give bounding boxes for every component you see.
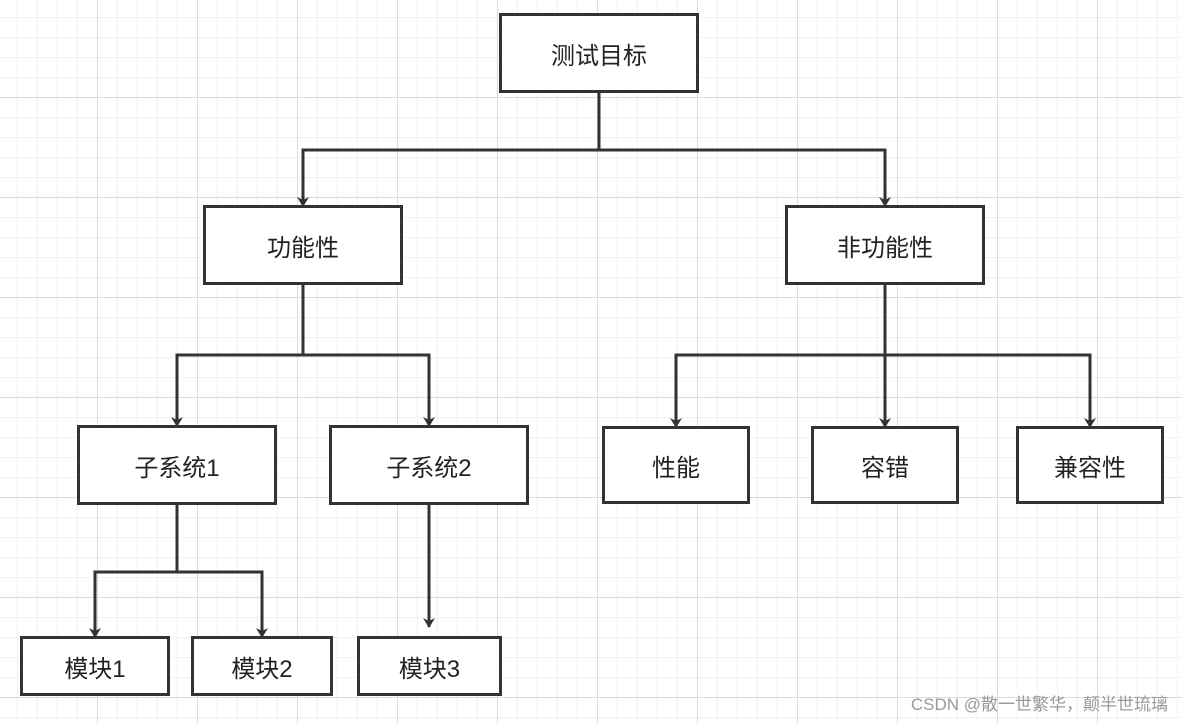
csdn-watermark: CSDN @散一世繁华，颠半世琉璃 bbox=[910, 695, 1168, 714]
edge-functional-subsystem1 bbox=[171, 284, 305, 427]
edge-subsystem1-module2 bbox=[177, 570, 268, 638]
node-root[interactable]: 测试目标 bbox=[499, 13, 699, 93]
node-fault-tolerance[interactable]: 容错 bbox=[811, 426, 959, 504]
node-compatibility[interactable]: 兼容性 bbox=[1016, 426, 1164, 504]
node-subsystem1[interactable]: 子系统1 bbox=[77, 425, 277, 505]
edge-functional-subsystem2 bbox=[303, 353, 435, 427]
edge-non-functional-performance bbox=[670, 284, 887, 428]
edge-root-functional bbox=[297, 92, 601, 207]
node-functional[interactable]: 功能性 bbox=[203, 205, 403, 285]
edge-root-non-functional bbox=[599, 148, 891, 207]
node-subsystem2[interactable]: 子系统2 bbox=[329, 425, 529, 505]
node-non-functional[interactable]: 非功能性 bbox=[785, 205, 985, 285]
node-performance[interactable]: 性能 bbox=[602, 426, 750, 504]
edge-non-functional-compatibility bbox=[885, 353, 1096, 428]
node-module1[interactable]: 模块1 bbox=[20, 636, 170, 696]
edge-subsystem1-module1 bbox=[89, 504, 179, 638]
node-module3[interactable]: 模块3 bbox=[357, 636, 502, 696]
node-module2[interactable]: 模块2 bbox=[191, 636, 333, 696]
